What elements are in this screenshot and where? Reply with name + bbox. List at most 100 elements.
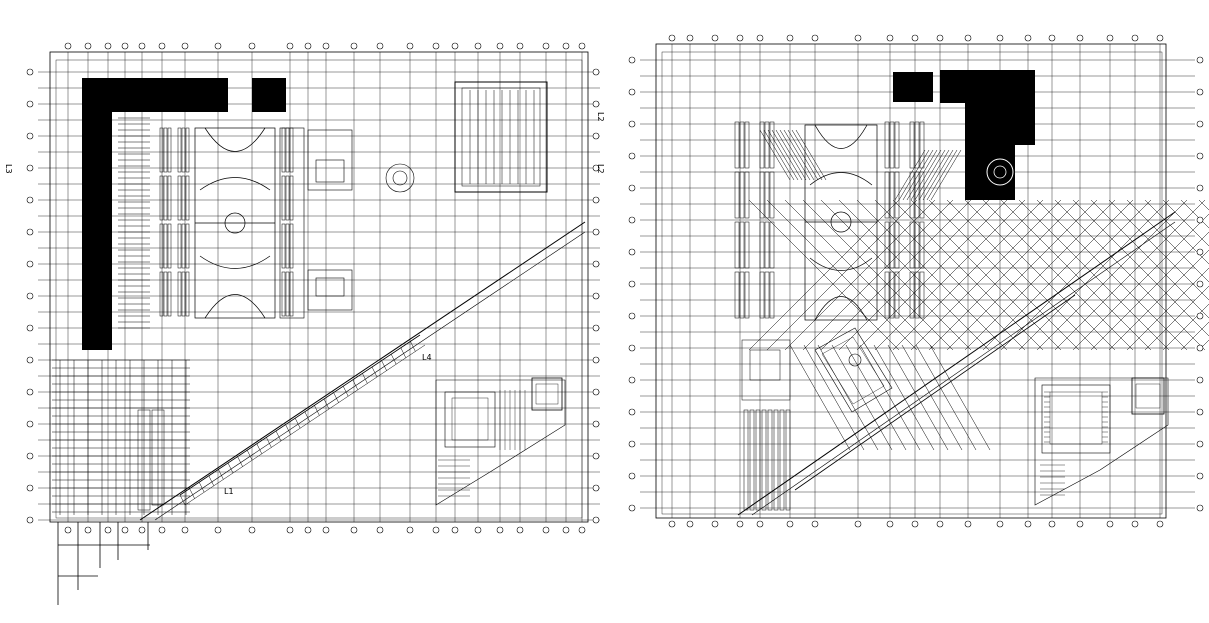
seating-row	[769, 221, 775, 269]
grid-bubble-right	[1196, 184, 1204, 192]
grid-bubble-top	[121, 42, 129, 50]
seating-row	[739, 171, 745, 219]
grid-bubble-bottom	[711, 520, 719, 528]
grid-bubble-bottom	[304, 526, 312, 534]
label-l4: L4	[422, 353, 432, 362]
grid-bubble-left	[628, 472, 636, 480]
diagonal-tick	[266, 437, 272, 448]
grid-bubble-bottom	[964, 520, 972, 528]
grid-bubble-bottom	[376, 526, 384, 534]
grid-bubble-left	[26, 292, 34, 300]
right-solid-circle	[986, 158, 1014, 186]
grid-bubble-top	[64, 42, 72, 50]
diagonal-tick	[371, 366, 378, 378]
hatch-line	[892, 199, 1044, 351]
seating-row	[894, 171, 900, 219]
seating-row	[167, 175, 172, 221]
hatch-line	[1180, 321, 1209, 351]
grid-bubble-left	[26, 68, 34, 76]
seating-row	[177, 127, 182, 173]
grid-bubble-bottom	[1156, 520, 1164, 528]
left-floor-plan: L1 L4 L2 L2 L3	[4, 42, 605, 605]
stair-diagonal	[759, 129, 791, 181]
hatch-line	[789, 344, 851, 451]
grid-bubble-left	[628, 56, 636, 64]
diagonal-tick	[314, 405, 320, 416]
grid-bubble-left	[26, 228, 34, 236]
grid-bubble-right	[1196, 280, 1204, 288]
grid-bubble-bottom	[248, 526, 256, 534]
grid-bubble-bottom	[542, 526, 550, 534]
diagonal-tick	[323, 398, 330, 410]
seating-row	[739, 271, 745, 319]
seating-row	[185, 175, 190, 221]
left-solid-square	[252, 78, 286, 112]
seating-row	[744, 171, 750, 219]
lower-stair	[151, 409, 165, 506]
hatch-line	[929, 344, 991, 451]
grid-bubble-bottom	[474, 526, 482, 534]
grid-bubble-right	[1196, 88, 1204, 96]
seating-row	[764, 221, 770, 269]
hatch-line	[1180, 199, 1209, 229]
hatch-line	[910, 199, 1062, 351]
seating-row	[759, 271, 765, 319]
grid-bubble-right	[1196, 216, 1204, 224]
grid-bubble-top	[138, 42, 146, 50]
grid-bubble-left	[628, 344, 636, 352]
grid-bubble-bottom	[1106, 520, 1114, 528]
grid-bubble-left	[26, 356, 34, 364]
hatch-line	[1036, 199, 1188, 351]
grid-bubble-right	[592, 164, 600, 172]
seating-row	[185, 223, 190, 269]
hatch-line	[964, 199, 1116, 351]
seating-row	[734, 171, 740, 219]
hatch-line	[831, 344, 893, 451]
grid-bubble-left	[26, 516, 34, 524]
grid-bubble-right	[592, 68, 600, 76]
diagonal-tick	[285, 424, 291, 435]
left-pool	[454, 81, 548, 193]
right-seating	[734, 121, 962, 319]
grid-bubble-right	[1196, 408, 1204, 416]
seating-row	[884, 271, 890, 319]
grid-bubble-right	[592, 356, 600, 364]
hatch-line	[1162, 199, 1209, 247]
stair-diagonal	[767, 129, 799, 181]
seating-row	[764, 271, 770, 319]
hatch-line	[803, 344, 865, 451]
grid-bubble-right	[592, 292, 600, 300]
grid-bubble-top	[562, 42, 570, 50]
grid-bubble-left	[26, 420, 34, 428]
hatch-line	[856, 199, 1008, 351]
lower-room-inner	[749, 349, 781, 381]
grid-bubble-top	[248, 42, 256, 50]
right-grid-bubbles	[628, 34, 1204, 528]
diagonal-tick	[256, 443, 263, 454]
hatch-line	[946, 199, 1098, 351]
diagonal-tick	[362, 373, 368, 384]
seating-row	[759, 221, 765, 269]
right-courts	[804, 124, 878, 321]
grid-bubble-right	[1196, 344, 1204, 352]
grid-bubble-top	[811, 34, 819, 42]
grid-bubble-bottom	[1076, 520, 1084, 528]
grid-bubble-left	[26, 260, 34, 268]
left-central-blocks	[279, 127, 415, 319]
grid-bubble-left	[26, 484, 34, 492]
seating-row	[734, 221, 740, 269]
grid-bubble-bottom	[736, 520, 744, 528]
lower-stair	[785, 409, 791, 511]
grid-bubble-bottom	[64, 526, 72, 534]
seating-row	[884, 171, 890, 219]
diagonal-tick	[198, 482, 205, 493]
grid-bubble-top	[451, 42, 459, 50]
grid-bubble-top	[1156, 34, 1164, 42]
diagonal-tick	[227, 462, 234, 474]
grid-bubble-bottom	[138, 526, 146, 534]
seating-row	[289, 175, 294, 221]
left-seating	[118, 117, 294, 329]
diagonal-tick	[400, 347, 407, 358]
grid-bubble-right	[592, 260, 600, 268]
right-plan-frame	[655, 43, 1167, 519]
